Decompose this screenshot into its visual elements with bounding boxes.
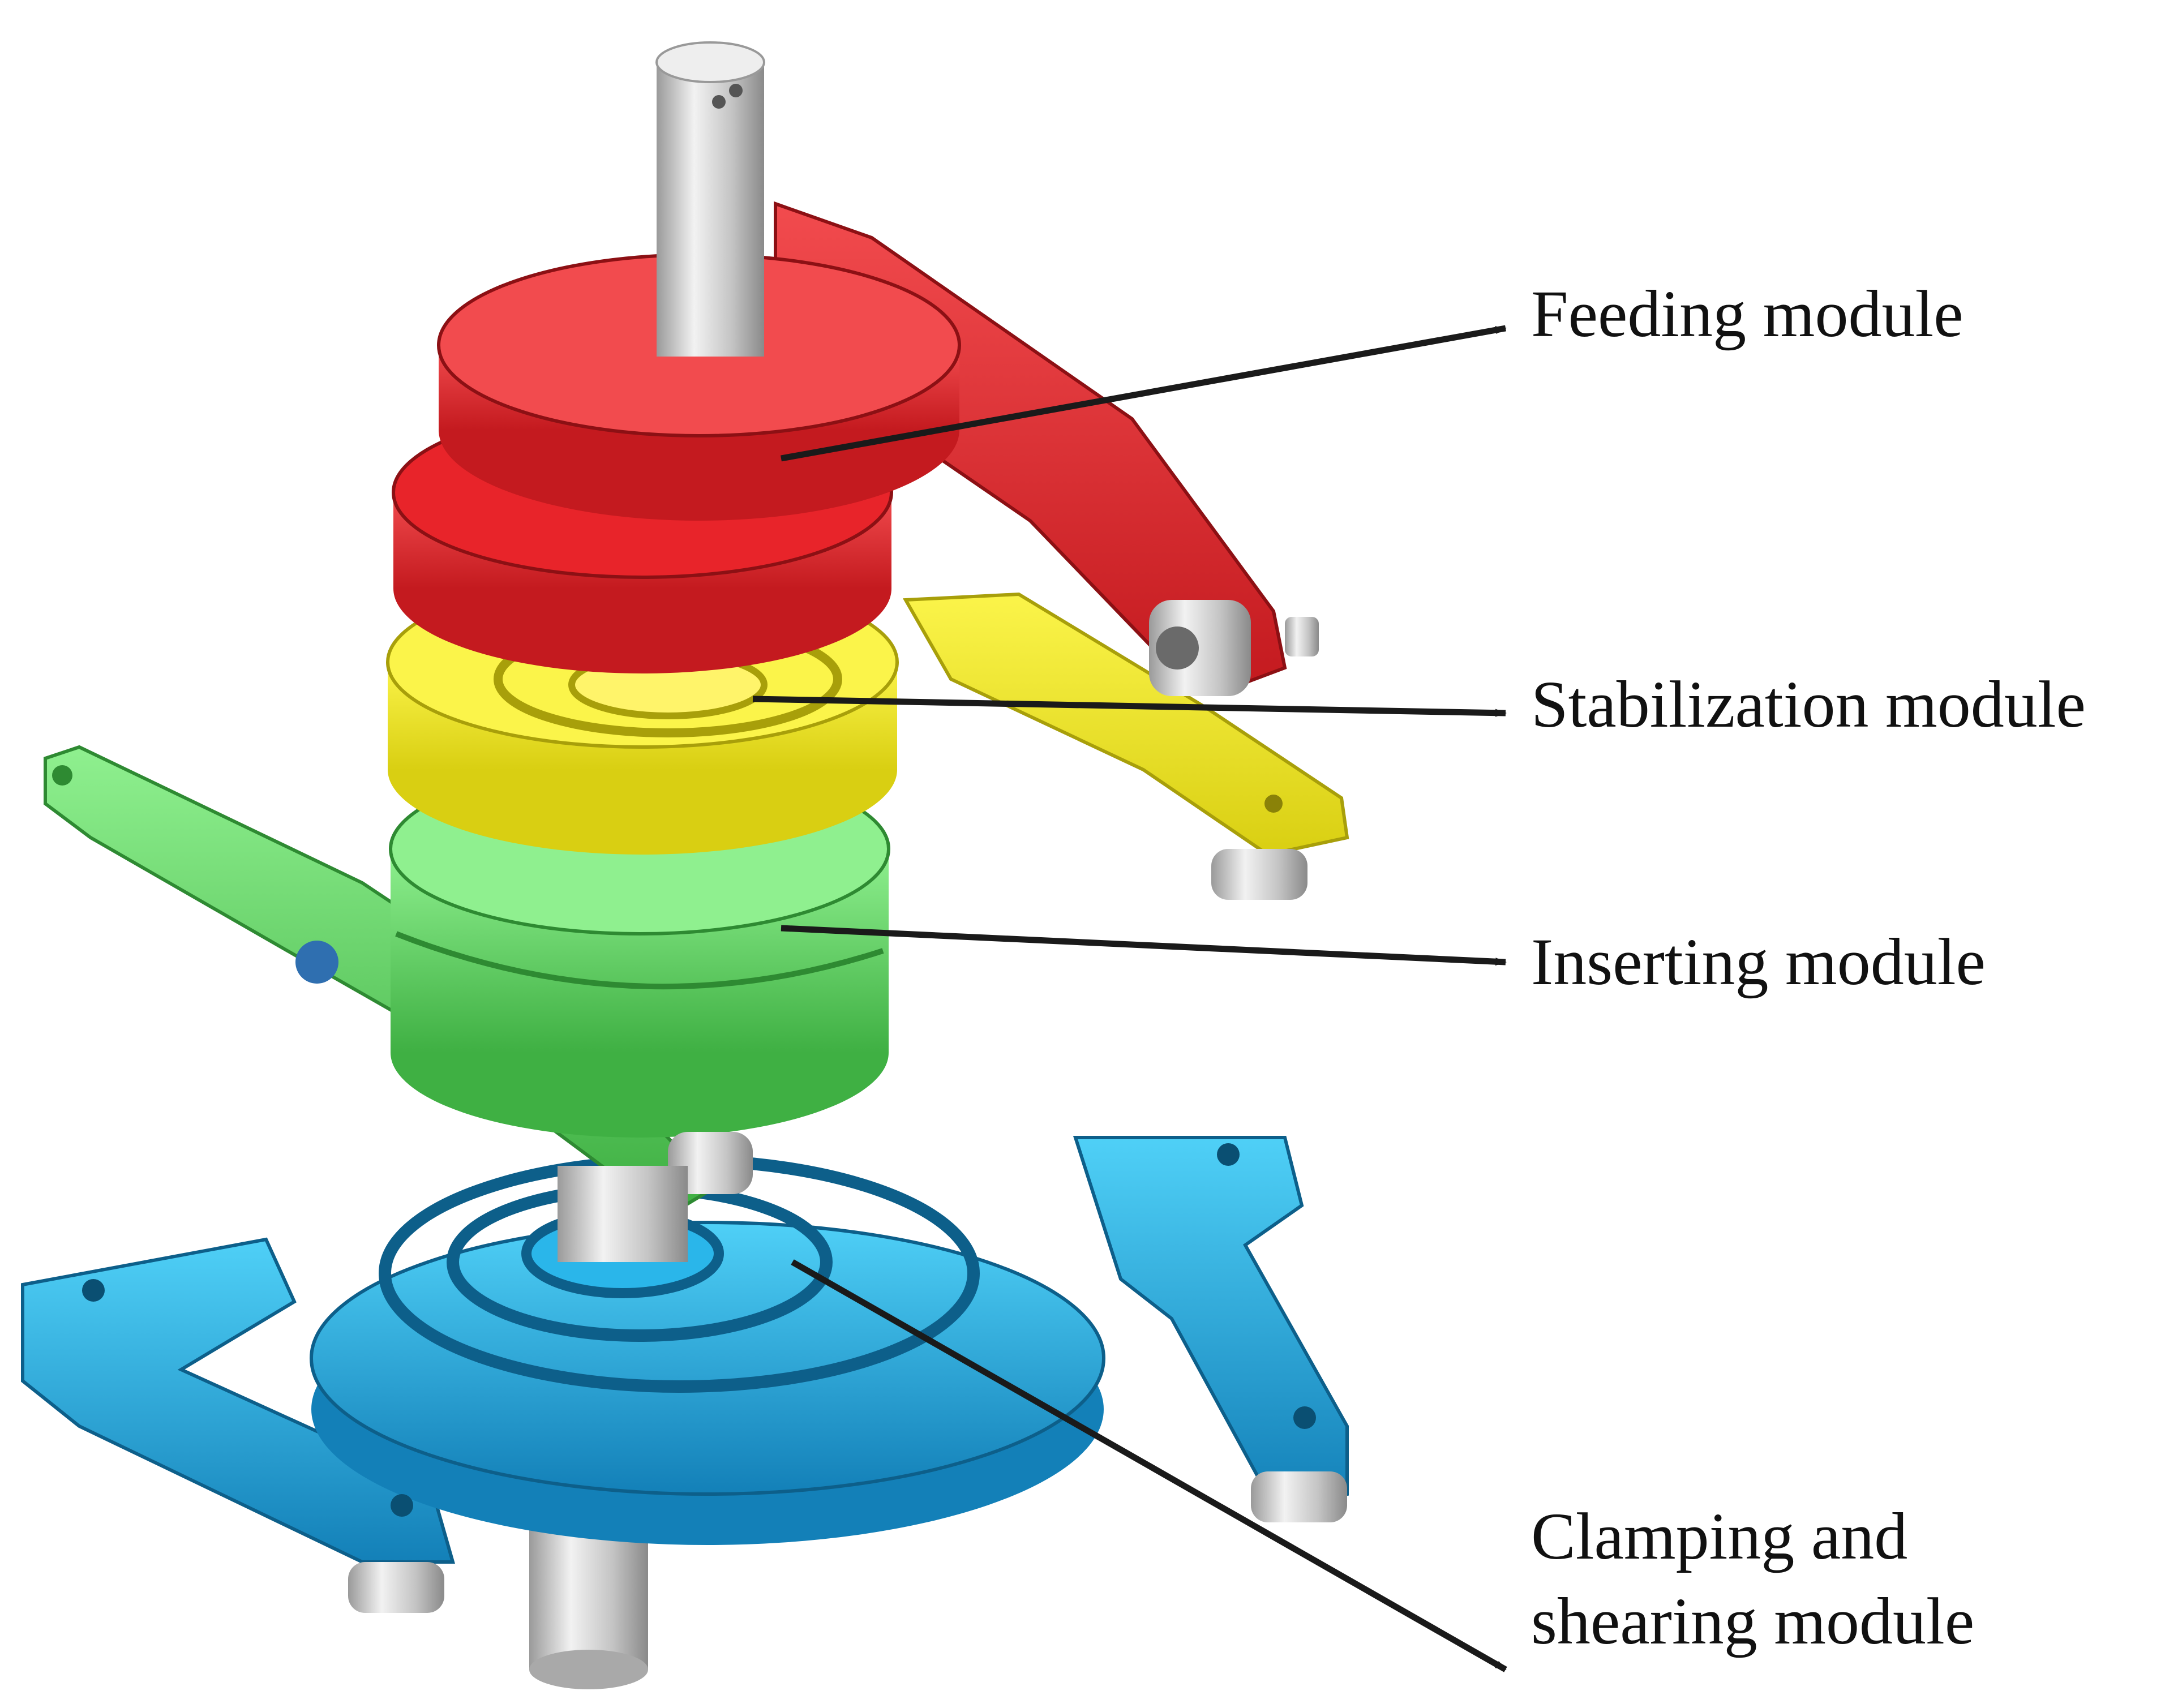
leader-arrows: [752, 325, 1507, 1672]
roller: [1251, 1471, 1347, 1522]
roller: [1149, 600, 1251, 696]
label-inserting-module: Inserting module: [1531, 925, 1986, 999]
arm-pivot-hole: [295, 941, 338, 984]
stabilization-arm: [902, 592, 1349, 857]
shaft-hole: [729, 84, 743, 97]
middle-shaft: [558, 1166, 688, 1262]
roller: [1211, 849, 1307, 900]
clamping-arm-right: [1073, 1136, 1349, 1508]
pivot-hole: [1264, 795, 1283, 813]
label-clamping-line1: Clamping and: [1531, 1499, 1908, 1573]
pivot-hole: [1217, 1143, 1240, 1166]
roller: [668, 1132, 753, 1194]
label-clamping-shearing-module: Clamping and shearing module: [1531, 1494, 1974, 1664]
arrow-clamping: [791, 1259, 1507, 1672]
pin: [1285, 617, 1319, 656]
clamping-arm-left: [21, 1237, 455, 1564]
pivot-hole: [391, 1494, 413, 1517]
pivot-hole: [82, 1279, 105, 1302]
bottom-shaft-end: [529, 1650, 648, 1689]
clamping-base-disc: [310, 1221, 1105, 1496]
inserting-cam-groove: [395, 931, 884, 990]
top-shaft: [657, 62, 764, 357]
label-feeding-module: Feeding module: [1531, 277, 1963, 351]
label-stabilization-module: Stabilization module: [1531, 667, 2086, 741]
pivot-hole: [1293, 1406, 1316, 1429]
hex-screw: [1156, 626, 1199, 670]
top-shaft-end: [655, 41, 765, 83]
roller: [348, 1562, 444, 1613]
label-clamping-line2: shearing module: [1531, 1584, 1975, 1658]
clamping-shearing-module: [21, 1136, 1349, 1689]
arrow-feeding: [781, 325, 1507, 462]
feeding-module: [392, 41, 1319, 696]
shaft-hole: [712, 95, 726, 109]
arm-end-hole: [52, 765, 72, 786]
arrow-inserting: [781, 925, 1507, 966]
arrow-stabilization: [752, 696, 1507, 717]
